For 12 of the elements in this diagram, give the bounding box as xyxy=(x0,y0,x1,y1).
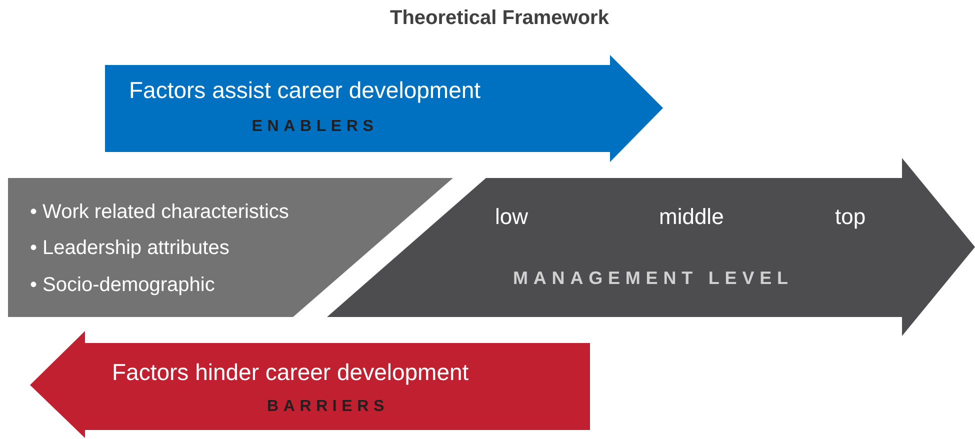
bullet-item: • Work related characteristics xyxy=(30,202,289,222)
level-label: low xyxy=(495,206,528,228)
bullet-item: • Socio-demographic xyxy=(30,275,215,295)
banner-heading: BARRIERS xyxy=(266,399,390,415)
banner-text: Factors hinder career development xyxy=(112,361,469,384)
diagram-title: Theoretical Framework xyxy=(390,8,609,28)
banner-heading: MANAGEMENT LEVEL xyxy=(513,269,794,287)
bullet-item: • Leadership attributes xyxy=(30,238,230,258)
level-label: middle xyxy=(659,206,724,228)
banner-heading: ENABLERS xyxy=(250,119,380,135)
level-label: top xyxy=(835,206,866,228)
banner-text: Factors assist career development xyxy=(129,79,481,102)
